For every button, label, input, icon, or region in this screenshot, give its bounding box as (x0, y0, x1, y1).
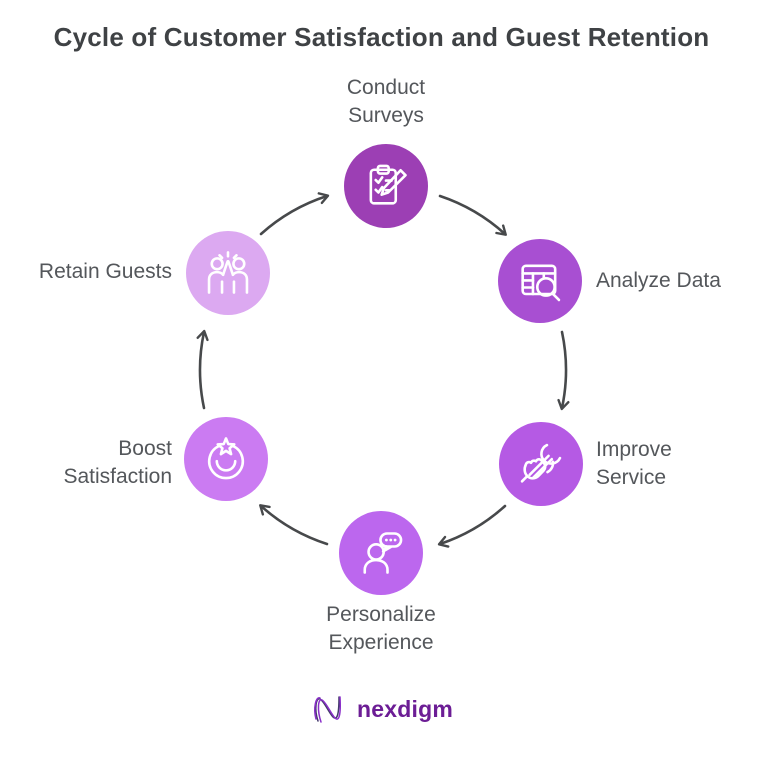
node-label-improve-service: Improve Service (596, 436, 672, 492)
arrow-analyze-to-improve (557, 330, 570, 411)
label-line: Improve (596, 438, 672, 461)
label-line: Satisfaction (63, 465, 172, 488)
high-five-icon (207, 251, 249, 294)
page-title: Cycle of Customer Satisfaction and Guest… (53, 22, 710, 52)
node-label-analyze-data: Analyze Data (596, 267, 721, 295)
label-line: Service (596, 466, 667, 489)
node-label-boost-satisfaction: Boost Satisfaction (63, 435, 172, 491)
node-analyze-data (498, 239, 582, 323)
label-line: Retain Guests (38, 260, 172, 283)
arrow-retain-to-conduct (259, 192, 330, 236)
node-label-conduct-surveys: Conduct Surveys (347, 74, 425, 130)
nexdigm-logo-text: nexdigm (357, 695, 453, 722)
node-boost-satisfaction (184, 417, 268, 501)
table-search-icon (521, 264, 561, 302)
node-label-retain-guests: Retain Guests (39, 258, 172, 286)
star-badge-icon (207, 437, 245, 480)
arrow-boost-to-retain (196, 329, 209, 410)
node-personalize-experience (339, 511, 423, 595)
label-line: Surveys (348, 104, 424, 127)
nexdigm-logo: nexdigm (0, 690, 763, 728)
arrow-improve-to-personalize (437, 504, 507, 548)
node-retain-guests (186, 231, 270, 315)
label-line: Analyze Data (596, 269, 721, 292)
label-line: Experience (328, 631, 434, 654)
label-line: Personalize (326, 603, 436, 626)
clipboard-pencil-icon (369, 164, 407, 205)
node-conduct-surveys (344, 144, 428, 228)
hand-wrench-icon (520, 443, 562, 483)
node-label-personalize-experience: Personalize Experience (326, 601, 436, 657)
node-improve-service (499, 422, 583, 506)
arrow-personalize-to-boost (259, 504, 329, 546)
person-chat-icon (363, 532, 403, 574)
label-line: Boost (118, 437, 172, 460)
label-line: Conduct (346, 76, 426, 99)
arrow-conduct-to-analyze (438, 194, 507, 236)
nexdigm-wave-icon (314, 696, 341, 723)
